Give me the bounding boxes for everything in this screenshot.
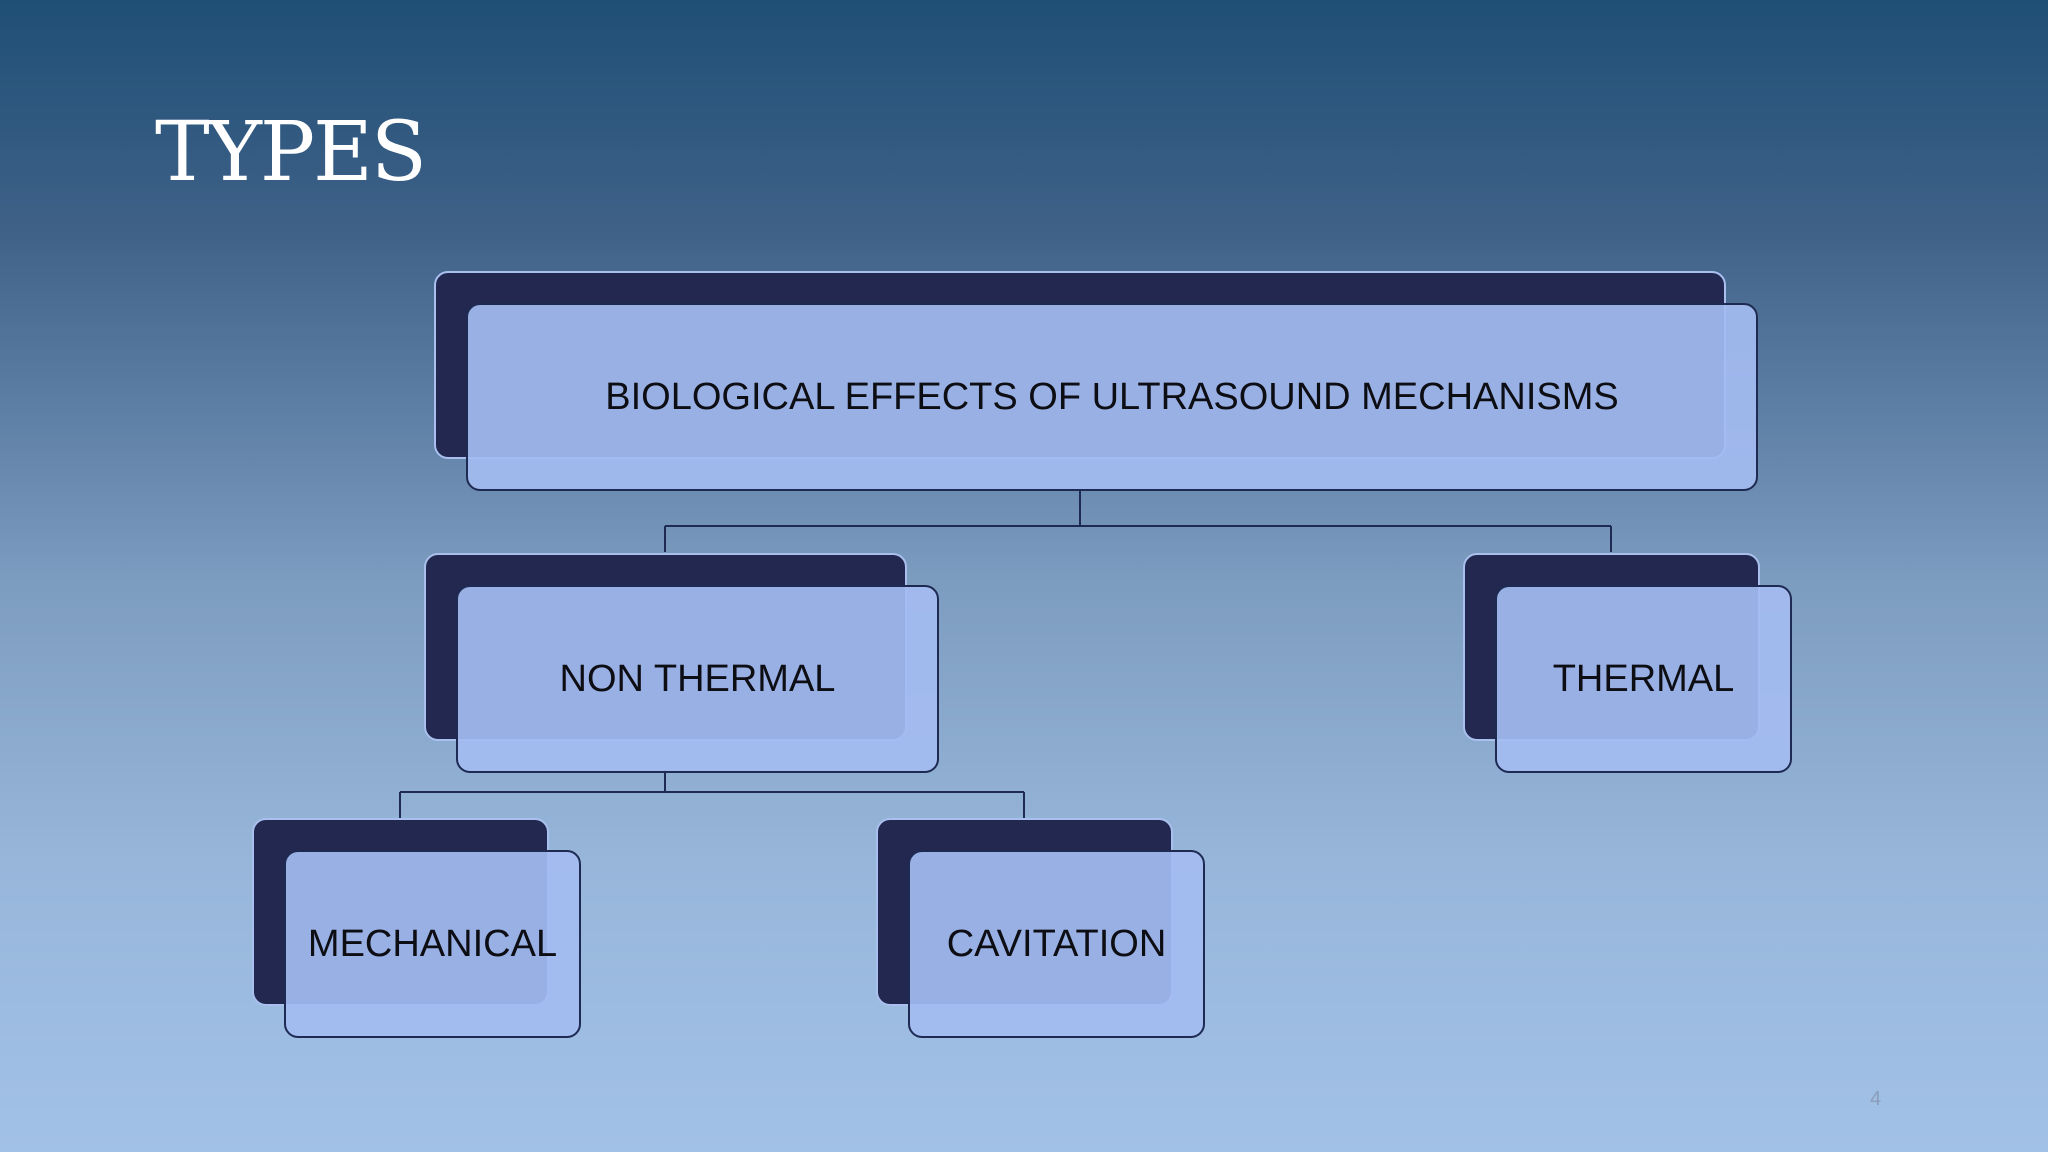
- node-root-label: BIOLOGICAL EFFECTS OF ULTRASOUND MECHANI…: [605, 375, 1619, 418]
- node-thermal-box: THERMAL: [1495, 585, 1792, 773]
- node-thermal-label: THERMAL: [1552, 657, 1735, 700]
- node-non-thermal-label: NON THERMAL: [559, 657, 836, 700]
- node-non-thermal-box: NON THERMAL: [456, 585, 939, 773]
- connector-root-to-children: [664, 490, 1612, 552]
- node-non-thermal: NON THERMAL: [424, 553, 939, 773]
- node-cavitation: CAVITATION: [876, 818, 1205, 1038]
- page-number: 4: [1870, 1088, 1882, 1110]
- node-cavitation-box: CAVITATION: [908, 850, 1205, 1038]
- node-cavitation-label: CAVITATION: [946, 922, 1167, 965]
- node-mechanical: MECHANICAL: [252, 818, 581, 1038]
- slide-title: TYPES: [155, 105, 427, 200]
- node-root-box: BIOLOGICAL EFFECTS OF ULTRASOUND MECHANI…: [466, 303, 1758, 491]
- node-root: BIOLOGICAL EFFECTS OF ULTRASOUND MECHANI…: [434, 271, 1758, 491]
- node-mechanical-box: MECHANICAL: [284, 850, 581, 1038]
- node-mechanical-label: MECHANICAL: [307, 922, 558, 965]
- connector-nonthermal-to-children: [399, 770, 1025, 818]
- node-thermal: THERMAL: [1463, 553, 1792, 773]
